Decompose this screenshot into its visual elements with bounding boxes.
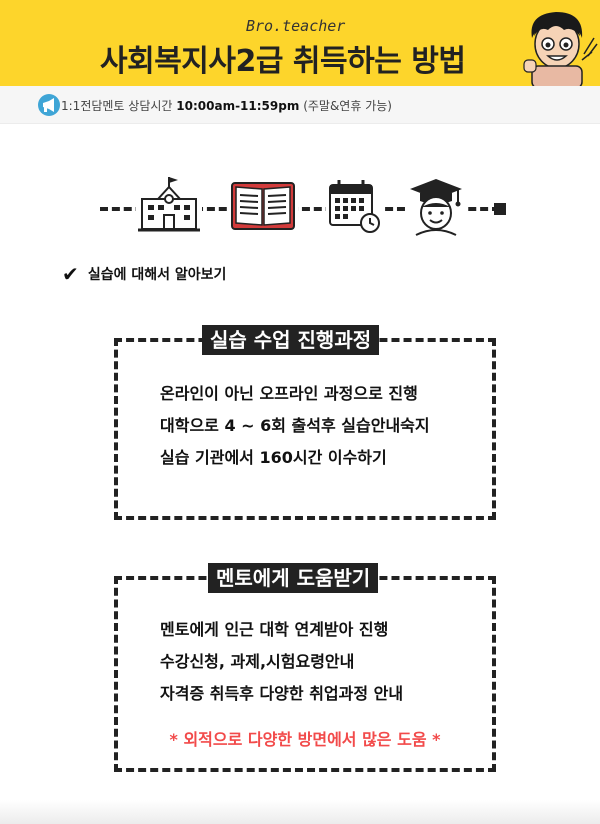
- list-item: 대학으로 4 ~ 6회 출석후 실습안내숙지: [160, 416, 430, 435]
- consultation-text: 1:1전담멘토 상담시간 10:00am-11:59pm (주말&연휴 가능): [61, 97, 392, 114]
- practicum-process-list: 온라인이 아닌 오프라인 과정으로 진행 대학으로 4 ~ 6회 출석후 실습안…: [160, 378, 430, 474]
- checkmark-icon: ✔: [62, 262, 79, 286]
- megaphone-icon: [38, 94, 60, 116]
- page-title: 사회복지사2급 취득하는 방법: [100, 44, 466, 79]
- steps-row: [100, 175, 506, 237]
- connector-end-marker: [494, 203, 506, 215]
- list-item: 자격증 취득후 다양한 취업과정 안내: [160, 684, 404, 703]
- list-item: 수강신청, 과제,시험요령안내: [160, 652, 355, 671]
- section-heading: ✔ 실습에 대해서 알아보기: [62, 262, 226, 286]
- teacher-mascot-icon: [523, 12, 598, 88]
- mentor-help-title: 멘토에게 도움받기: [208, 563, 379, 593]
- footer-shadow: [0, 800, 600, 824]
- list-item: 온라인이 아닌 오프라인 과정으로 진행: [160, 384, 418, 403]
- brand-label: Bro.teacher: [246, 17, 346, 35]
- school-building-icon: [136, 175, 202, 237]
- list-item: 실습 기관에서 160시간 이수하기: [160, 448, 387, 467]
- graduate-icon: [406, 175, 466, 237]
- mentor-help-list: 멘토에게 인근 대학 연계받아 진행 수강신청, 과제,시험요령안내 자격증 취…: [160, 614, 403, 710]
- header-banner: Bro.teacher 사회복지사2급 취득하는 방법: [0, 0, 600, 88]
- mentor-help-highlight: * 외적으로 다양한 방면에서 많은 도움 *: [169, 730, 441, 749]
- dashed-connector: [100, 207, 500, 211]
- list-item: 멘토에게 인근 대학 연계받아 진행: [160, 620, 389, 639]
- practicum-process-box: 실습 수업 진행과정 온라인이 아닌 오프라인 과정으로 진행 대학으로 4 ~…: [114, 325, 496, 520]
- calendar-clock-icon: [326, 175, 382, 237]
- consultation-note: (주말&연휴 가능): [303, 99, 392, 113]
- consultation-label: 1:1전담멘토 상담시간: [61, 99, 173, 113]
- open-book-icon: [228, 175, 298, 237]
- practicum-process-title: 실습 수업 진행과정: [202, 325, 380, 355]
- consultation-info-bar: 1:1전담멘토 상담시간 10:00am-11:59pm (주말&연휴 가능): [0, 86, 600, 124]
- mentor-help-box: 멘토에게 도움받기 멘토에게 인근 대학 연계받아 진행 수강신청, 과제,시험…: [114, 563, 496, 772]
- consultation-time: 10:00am-11:59pm: [176, 99, 300, 113]
- section-heading-label: 실습에 대해서 알아보기: [87, 267, 227, 283]
